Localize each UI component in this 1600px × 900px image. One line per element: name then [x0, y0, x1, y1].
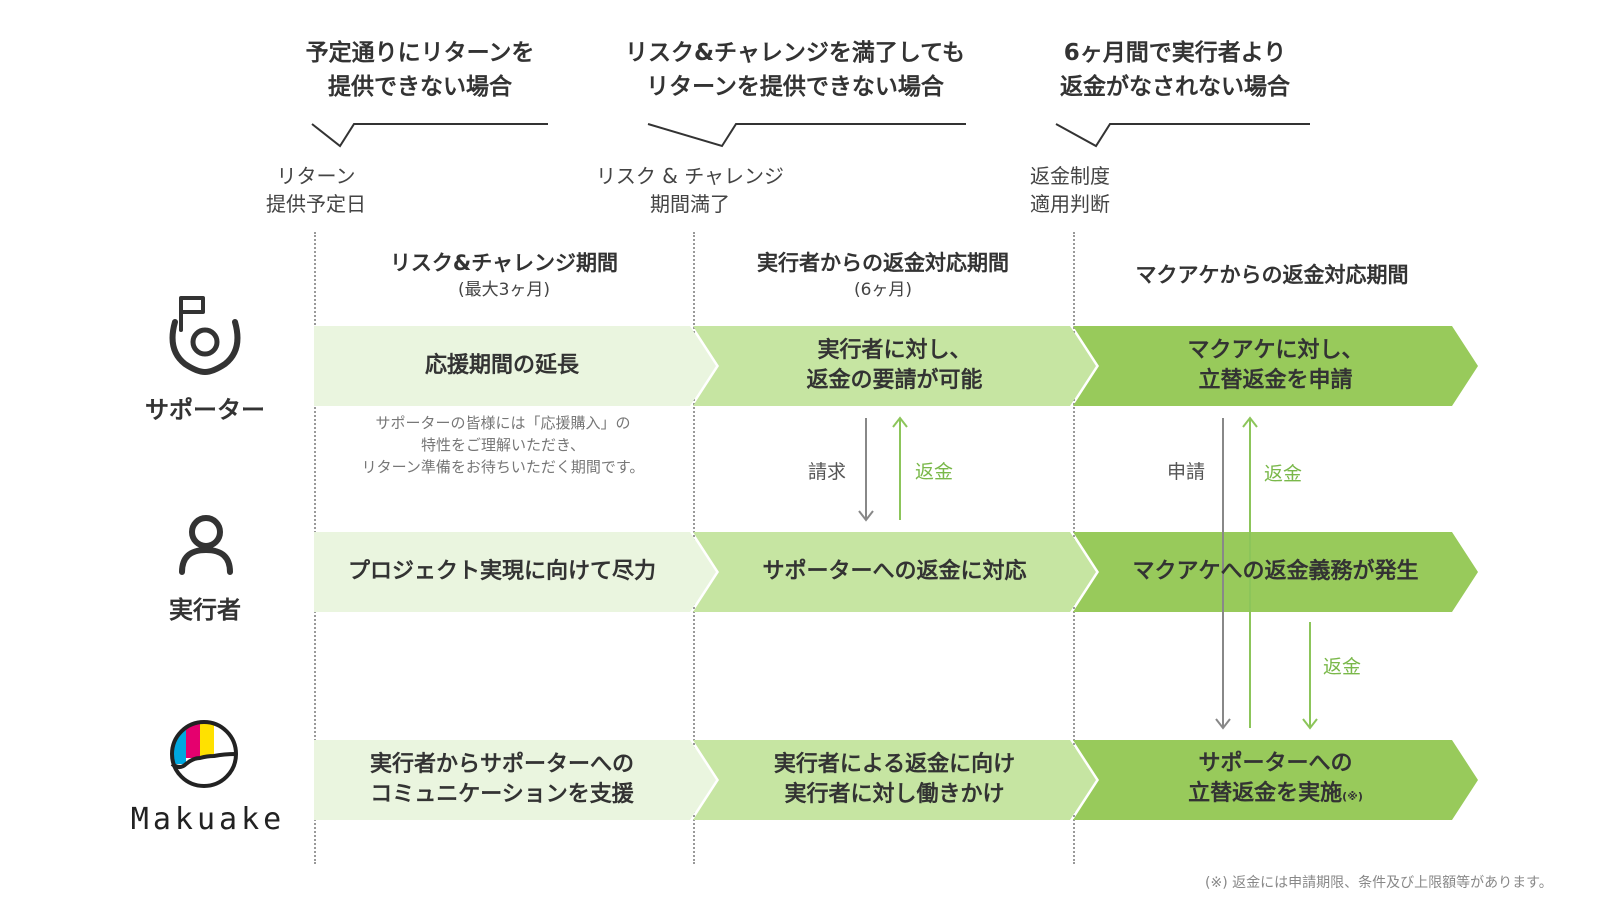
callout-pointers	[311, 123, 1310, 148]
phase-creator-refund: 実行者からの返金対応期間 (6ヶ月)	[757, 251, 1009, 300]
supporter-step-3: マクアケに対し、 立替返金を申請	[1187, 338, 1364, 393]
creator-step-2: サポーターへの返金に対応	[762, 559, 1027, 584]
supporter-step-1: 応援期間の延長	[424, 353, 579, 378]
supporter-bands	[314, 326, 1478, 406]
supporter-step-2: 実行者に対し、 返金の要請が可能	[806, 338, 983, 393]
makuake-step-3: サポーターへの 立替返金を実施(※)	[1188, 750, 1363, 806]
band-supporter-1	[314, 326, 716, 406]
label-claim: 請求	[808, 461, 847, 483]
callout-after-risk-challenge: リスク&チャレンジを満了しても リターンを提供できない場合	[625, 40, 965, 100]
phase-makuake-refund: マクアケからの返金対応期間	[1135, 263, 1409, 287]
makuake-logo-icon	[170, 720, 238, 788]
label-apply: 申請	[1167, 461, 1206, 483]
actor-makuake-label: Makuake	[130, 802, 286, 837]
makuake-bands	[314, 740, 1478, 820]
band-makuake-2	[693, 740, 1096, 820]
makuake-step-2: 実行者による返金に向け 実行者に対し働きかけ	[773, 752, 1016, 807]
callout-no-return: 予定通りにリターンを 提供できない場合	[305, 40, 535, 100]
callout-no-refund: 6ヶ月間で実行者より 返金がなされない場合	[1060, 40, 1290, 100]
creator-step-3: マクアケへの返金義務が発生	[1132, 559, 1419, 584]
marker-return-date: リターン 提供予定日	[266, 164, 366, 216]
band-creator-1	[314, 532, 716, 612]
marker-refund-judgment: 返金制度 適用判断	[1030, 164, 1110, 216]
supporter-note: サポーターの皆様には「応援購入」の 特性をご理解いただき、 リターン準備をお待ち…	[361, 414, 645, 476]
band-creator-2	[693, 532, 1096, 612]
actor-supporter-label: サポーター	[145, 396, 265, 424]
flow-arrows	[858, 416, 1318, 730]
label-refund-3: 返金	[1323, 656, 1362, 678]
band-makuake-3	[1073, 740, 1478, 820]
actor-creator-label: 実行者	[169, 596, 241, 624]
marker-risk-challenge-end: リスク & チャレンジ 期間満了	[595, 164, 785, 216]
band-makuake-1	[314, 740, 716, 820]
creator-icon	[179, 515, 233, 575]
creator-step-1: プロジェクト実現に向けて尽力	[347, 559, 656, 584]
phase-risk-challenge: リスク&チャレンジ期間 (最大3ヶ月)	[389, 251, 619, 300]
creator-bands	[314, 532, 1478, 612]
band-supporter-3	[1073, 326, 1478, 406]
footnote: (※) 返金には申請期限、条件及び上限額等があります。	[1205, 875, 1553, 891]
band-supporter-2	[693, 326, 1096, 406]
makuake-step-1: 実行者からサポーターへの コミュニケーションを支援	[369, 752, 634, 807]
supporter-icon	[169, 296, 241, 376]
band-creator-3	[1073, 532, 1478, 612]
label-refund-2: 返金	[1264, 463, 1303, 485]
label-refund-1: 返金	[915, 461, 954, 483]
